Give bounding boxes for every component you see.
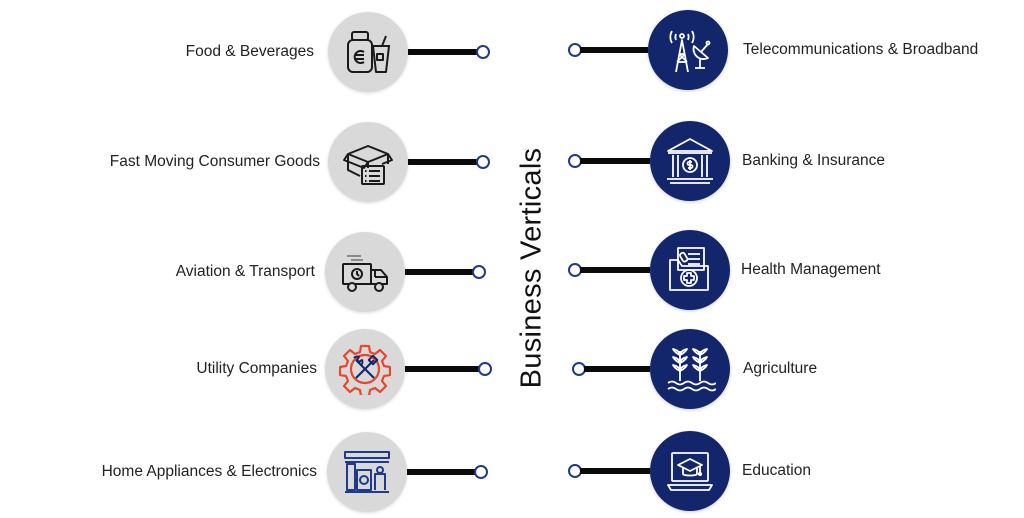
connector-line xyxy=(580,47,648,53)
right-item-label: Agriculture xyxy=(743,360,818,377)
right-item-banking-insurance: Banking & Insurance xyxy=(560,116,1024,206)
connector-line xyxy=(584,366,650,372)
bank-icon xyxy=(650,121,730,201)
center-title: Business Verticals xyxy=(515,147,548,389)
left-item-label: Fast Moving Consumer Goods xyxy=(109,153,320,170)
connector-line xyxy=(580,267,650,273)
telecom-tower-icon xyxy=(648,10,728,90)
right-item-label: Health Management xyxy=(741,261,881,278)
connector-node xyxy=(478,362,492,376)
connector-line xyxy=(580,468,650,474)
gear-tools-icon xyxy=(325,329,405,409)
left-item-utility-companies: Utility Companies xyxy=(0,324,500,414)
left-item-label: Food & Beverages xyxy=(185,43,314,60)
connector-line xyxy=(405,366,481,372)
left-item-home-appliances: Home Appliances & Electronics xyxy=(0,427,500,517)
graduation-laptop-icon xyxy=(650,431,730,511)
right-item-label: Telecommunications & Broadband xyxy=(743,41,979,58)
consumer-goods-box-icon xyxy=(328,122,408,202)
right-item-agriculture: Agriculture xyxy=(560,324,1024,414)
connector-line xyxy=(407,469,477,475)
right-item-education: Education xyxy=(560,426,1024,516)
left-item-label: Aviation & Transport xyxy=(175,263,315,280)
connector-line xyxy=(408,159,480,165)
connector-node xyxy=(474,465,488,479)
appliances-icon xyxy=(327,432,407,512)
connector-node xyxy=(476,155,490,169)
delivery-truck-icon xyxy=(325,232,405,312)
connector-line xyxy=(405,269,475,275)
wheat-icon xyxy=(650,329,730,409)
left-item-label: Utility Companies xyxy=(196,360,317,377)
left-item-fmcg: Fast Moving Consumer Goods xyxy=(0,117,500,207)
medical-folder-icon xyxy=(650,230,730,310)
left-item-aviation-transport: Aviation & Transport xyxy=(0,227,500,317)
connector-node xyxy=(476,45,490,59)
right-item-label: Banking & Insurance xyxy=(742,152,886,169)
connector-line xyxy=(408,49,480,55)
left-item-label: Home Appliances & Electronics xyxy=(101,463,317,480)
right-item-health-management: Health Management xyxy=(560,225,1024,315)
connector-node xyxy=(472,265,486,279)
right-item-label: Education xyxy=(742,462,811,479)
left-item-food-beverages: Food & Beverages xyxy=(0,7,500,97)
right-item-telecommunications: Telecommunications & Broadband xyxy=(560,5,1024,95)
food-beverage-icon xyxy=(328,12,408,92)
connector-line xyxy=(580,158,650,164)
